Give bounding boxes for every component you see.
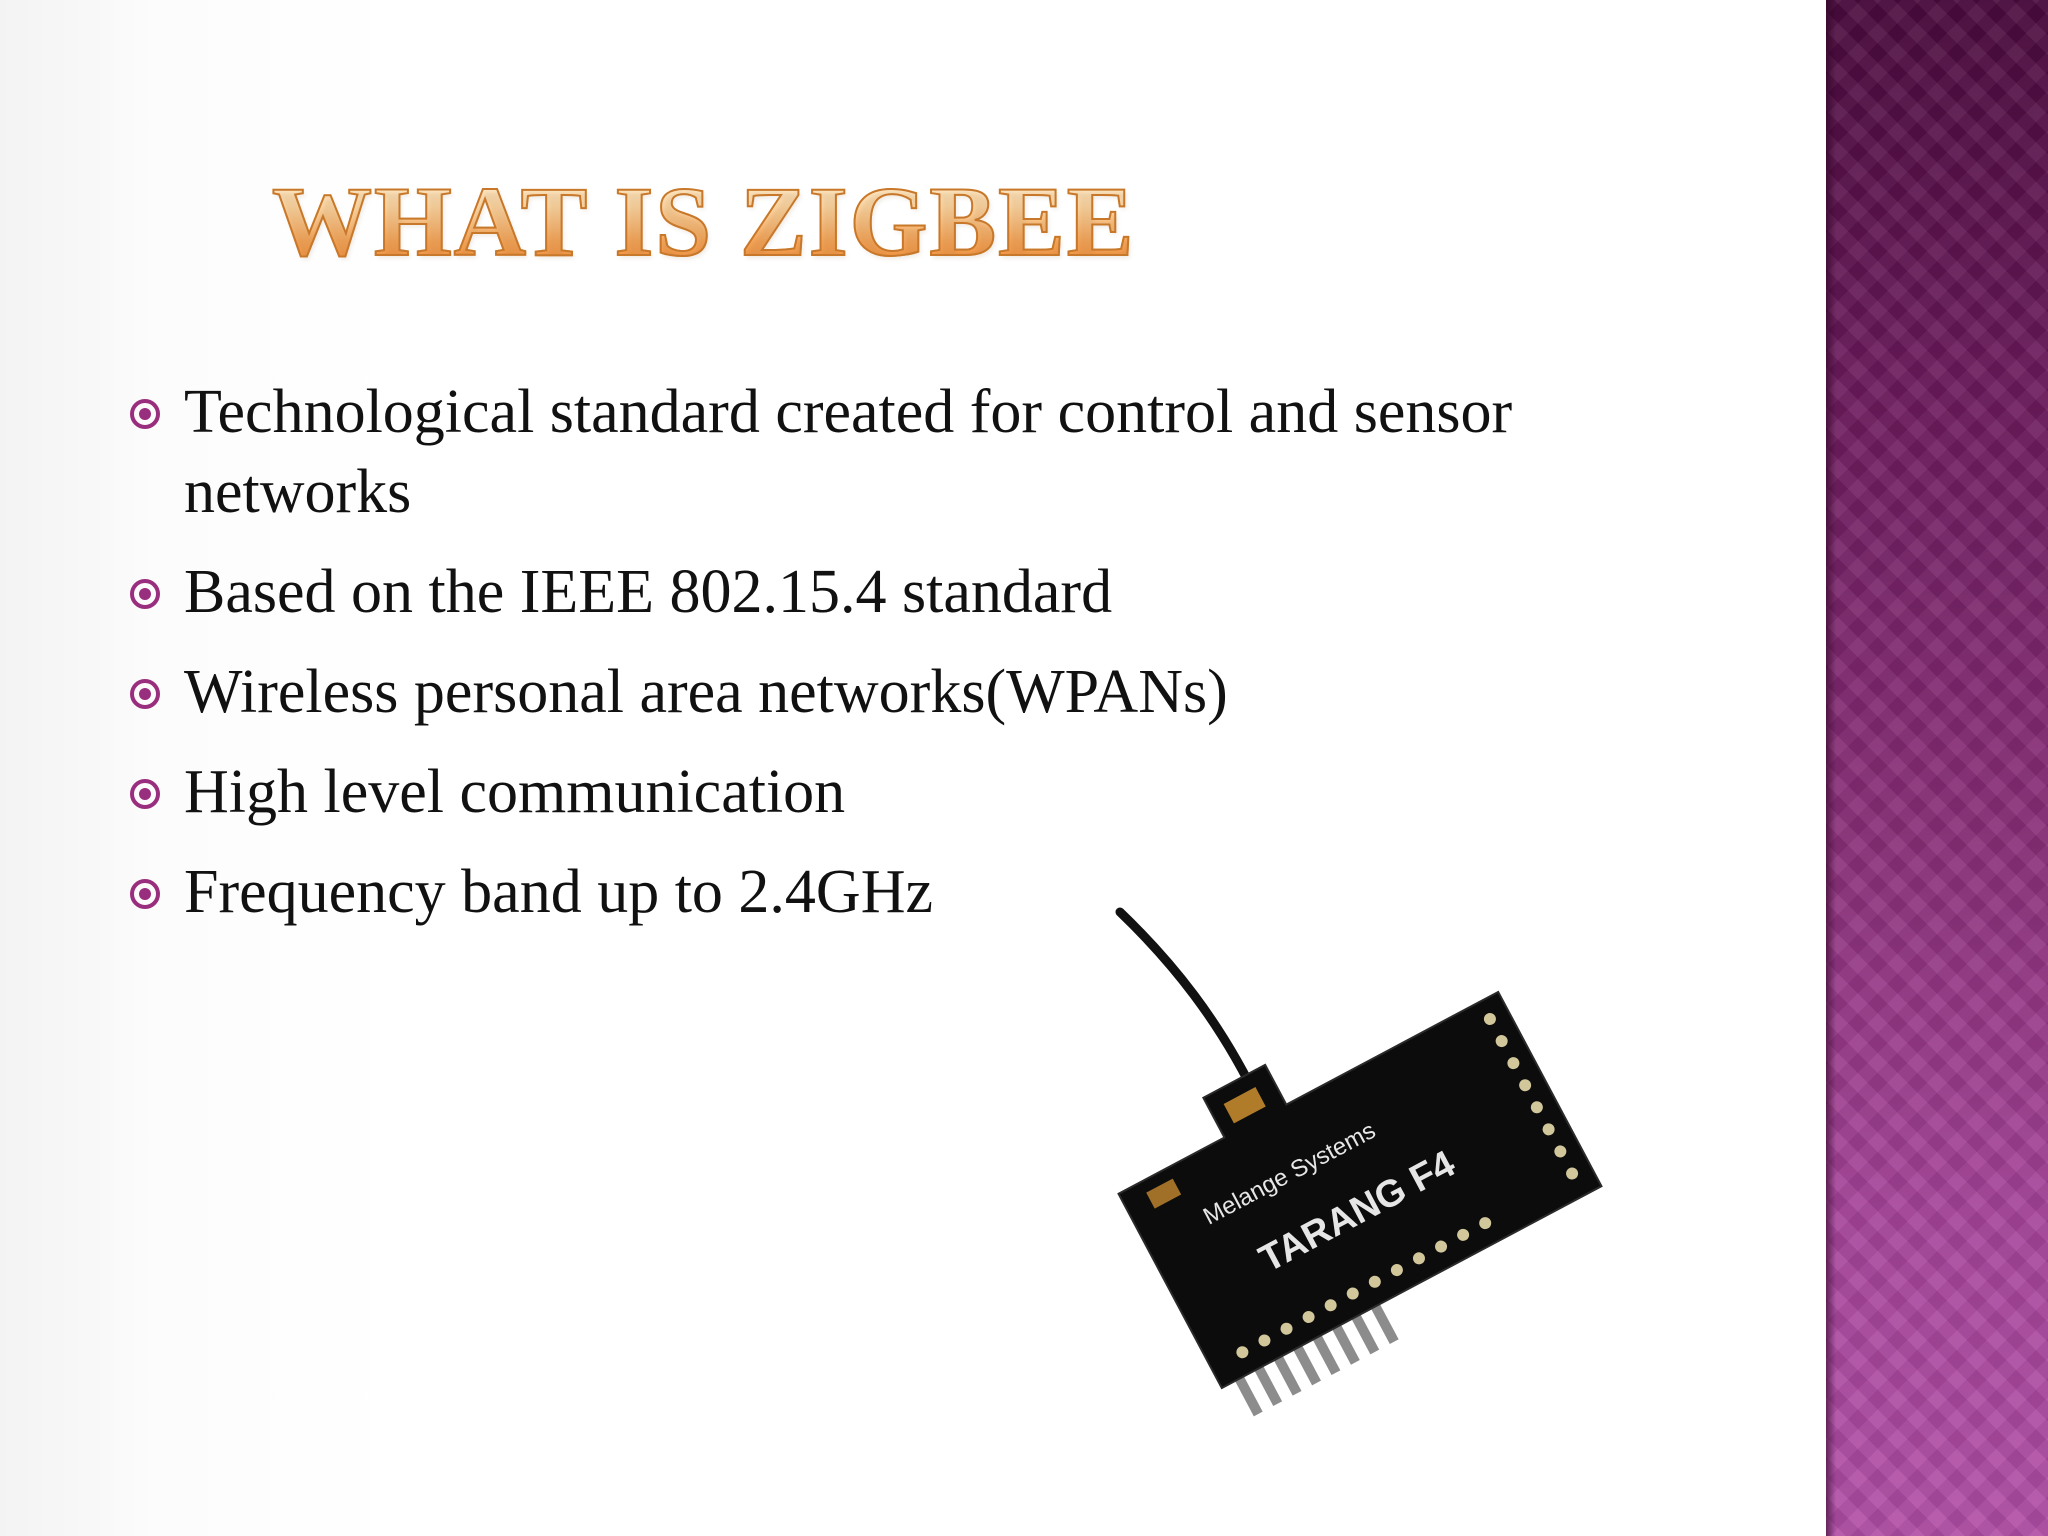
target-bullet-icon <box>130 399 160 429</box>
bullet-text: Frequency band up to 2.4GHz <box>184 858 933 926</box>
bullet-item: Frequency band up to 2.4GHz <box>120 852 1680 932</box>
pin-row-right <box>1483 1012 1579 1180</box>
bullet-item: Technological standard created for contr… <box>120 372 1680 532</box>
slide-title: WHAT IS ZIGBEE <box>271 166 1136 277</box>
bullet-text: High level communication <box>184 758 846 826</box>
side-panel-edge-shadow <box>1826 0 1836 1536</box>
gold-pad <box>1146 1178 1182 1209</box>
target-bullet-icon <box>130 779 160 809</box>
pcb-board <box>1117 990 1603 1390</box>
bullet-text: Based on the IEEE 802.15.4 standard <box>184 558 1113 626</box>
bullet-item: High level communication <box>120 752 1680 832</box>
bullet-text: Wireless personal area networks(WPANs) <box>184 658 1228 726</box>
bullet-item: Based on the IEEE 802.15.4 standard <box>120 552 1680 632</box>
bullet-text: Technological standard created for contr… <box>184 378 1513 526</box>
antenna-wire <box>1115 907 1265 1110</box>
bullet-list: Technological standard created for contr… <box>120 372 1680 952</box>
decorative-side-panel <box>1826 0 2048 1536</box>
antenna-pad <box>1223 1087 1266 1124</box>
side-panel-texture <box>1826 0 2048 1536</box>
bullet-item: Wireless personal area networks(WPANs) <box>120 652 1680 732</box>
target-bullet-icon <box>130 879 160 909</box>
pin-row-top <box>1236 1217 1492 1359</box>
target-bullet-icon <box>130 679 160 709</box>
target-bullet-icon <box>130 579 160 609</box>
zigbee-module-image: Melange Systems TARANG F4 <box>1115 907 1603 1417</box>
